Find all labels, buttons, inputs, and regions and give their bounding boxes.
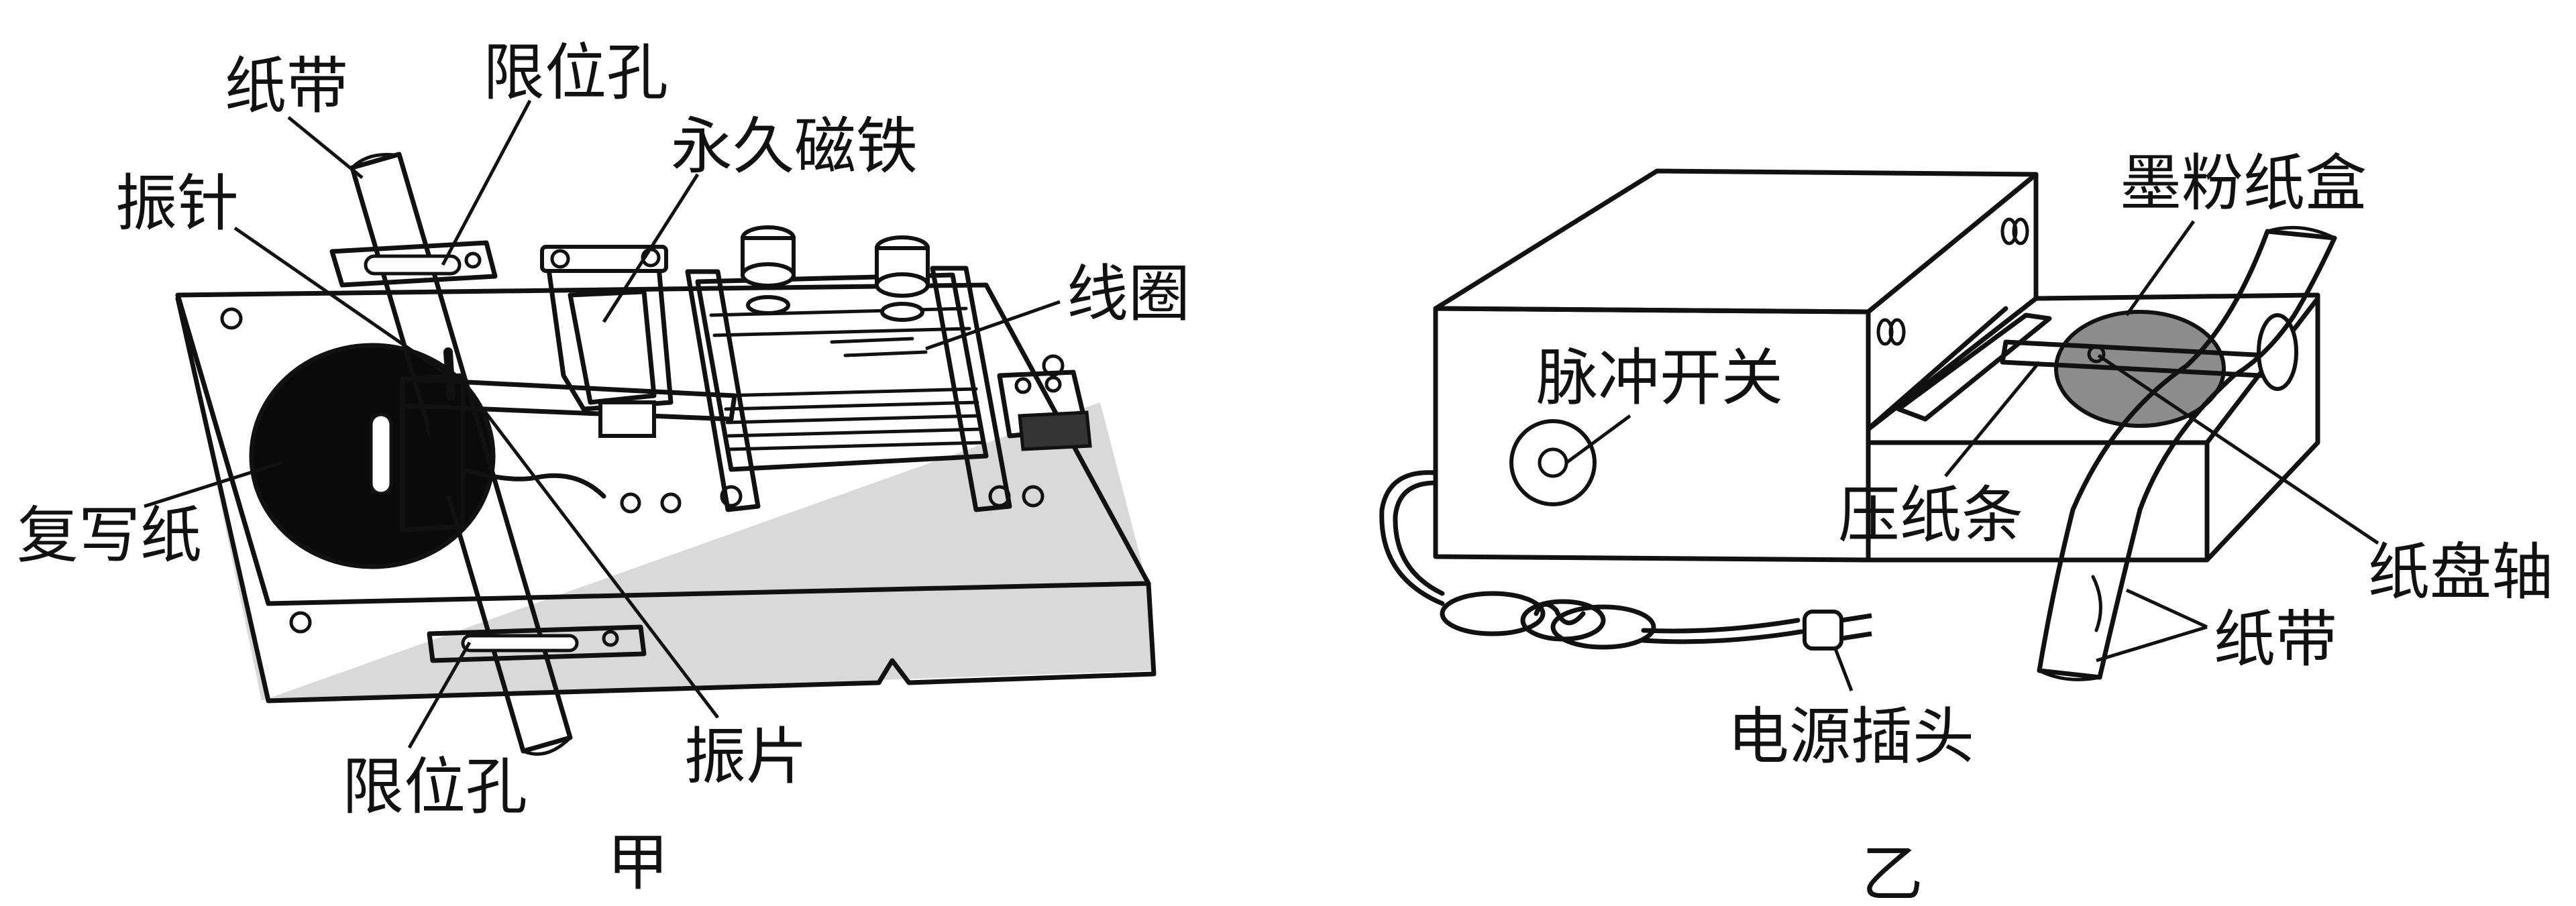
right-end-block	[997, 370, 1092, 451]
leader-vibrating-needle	[233, 226, 449, 378]
top-limit-hole-bracket	[329, 240, 498, 288]
label-paper-tape: 纸带	[2214, 604, 2337, 675]
leader-paper-press-bar	[1944, 361, 2041, 477]
power-plug-body	[1803, 610, 1843, 650]
power-cord	[1379, 470, 1872, 650]
bottom-limit-hole-bracket	[427, 624, 647, 663]
leader-carbon-paper	[144, 461, 282, 508]
leader-limit-hole-bottom	[407, 641, 472, 749]
permanent-magnet	[540, 245, 674, 438]
leader-paper-tape-upper	[2125, 588, 2208, 629]
label-limit-hole-top: 限位孔	[483, 37, 668, 109]
paper-tape-strip	[350, 152, 573, 756]
label-carbon-paper: 复写纸	[17, 500, 202, 571]
leader-permanent-magnet	[602, 173, 700, 323]
pulse-switch-knob	[1509, 419, 1597, 506]
label-limit-hole-bottom: 限位孔	[342, 751, 527, 823]
vibrating-needle	[443, 347, 455, 400]
label-paper-tape: 纸带	[225, 50, 348, 122]
label-permanent-magnet: 永久磁铁	[671, 111, 918, 182]
paper-press-bar	[1896, 313, 2270, 422]
right-roller	[2257, 313, 2298, 391]
leader-vibrating-reed	[482, 408, 719, 719]
label-vibrating-reed: 振片	[684, 721, 808, 793]
spark-paper-tape	[2037, 225, 2337, 681]
spark-timer-diagram: 墨粉纸盒 脉冲开关 压纸条 纸盘轴 纸带 电源插头 乙	[1379, 148, 2553, 906]
leader-toner-box	[2125, 220, 2196, 317]
leader-paper-tape	[287, 116, 364, 179]
label-power-plug: 电源插头	[1727, 701, 1974, 773]
label-paper-reel-shaft: 纸盘轴	[2368, 536, 2553, 608]
label-coil: 线圈	[1067, 258, 1190, 330]
terminal-posts	[741, 225, 930, 322]
leader-limit-hole-top	[441, 99, 532, 266]
label-pulse-switch: 脉冲开关	[1536, 342, 1783, 414]
base-plate-side	[178, 298, 1154, 701]
label-toner-box: 墨粉纸盒	[2120, 148, 2367, 219]
leader-pulse-switch	[1565, 414, 1631, 465]
leader-power-plug	[1833, 646, 1854, 691]
label-vibrating-needle: 振针	[115, 168, 239, 239]
electromagnetic-timer-diagram: 纸带 限位孔 永久磁铁 振针 线圈 复写纸 振片 限位孔 甲	[17, 37, 1190, 899]
leader-coil	[925, 300, 1061, 351]
leader-paper-tape-lower	[2096, 625, 2208, 663]
leader-paper-reel-shaft	[2097, 353, 2379, 545]
caption-yi: 乙	[1862, 838, 1923, 906]
label-paper-press-bar: 压纸条	[1838, 479, 2023, 551]
caption-jia: 甲	[607, 827, 669, 899]
coil	[685, 266, 1012, 512]
